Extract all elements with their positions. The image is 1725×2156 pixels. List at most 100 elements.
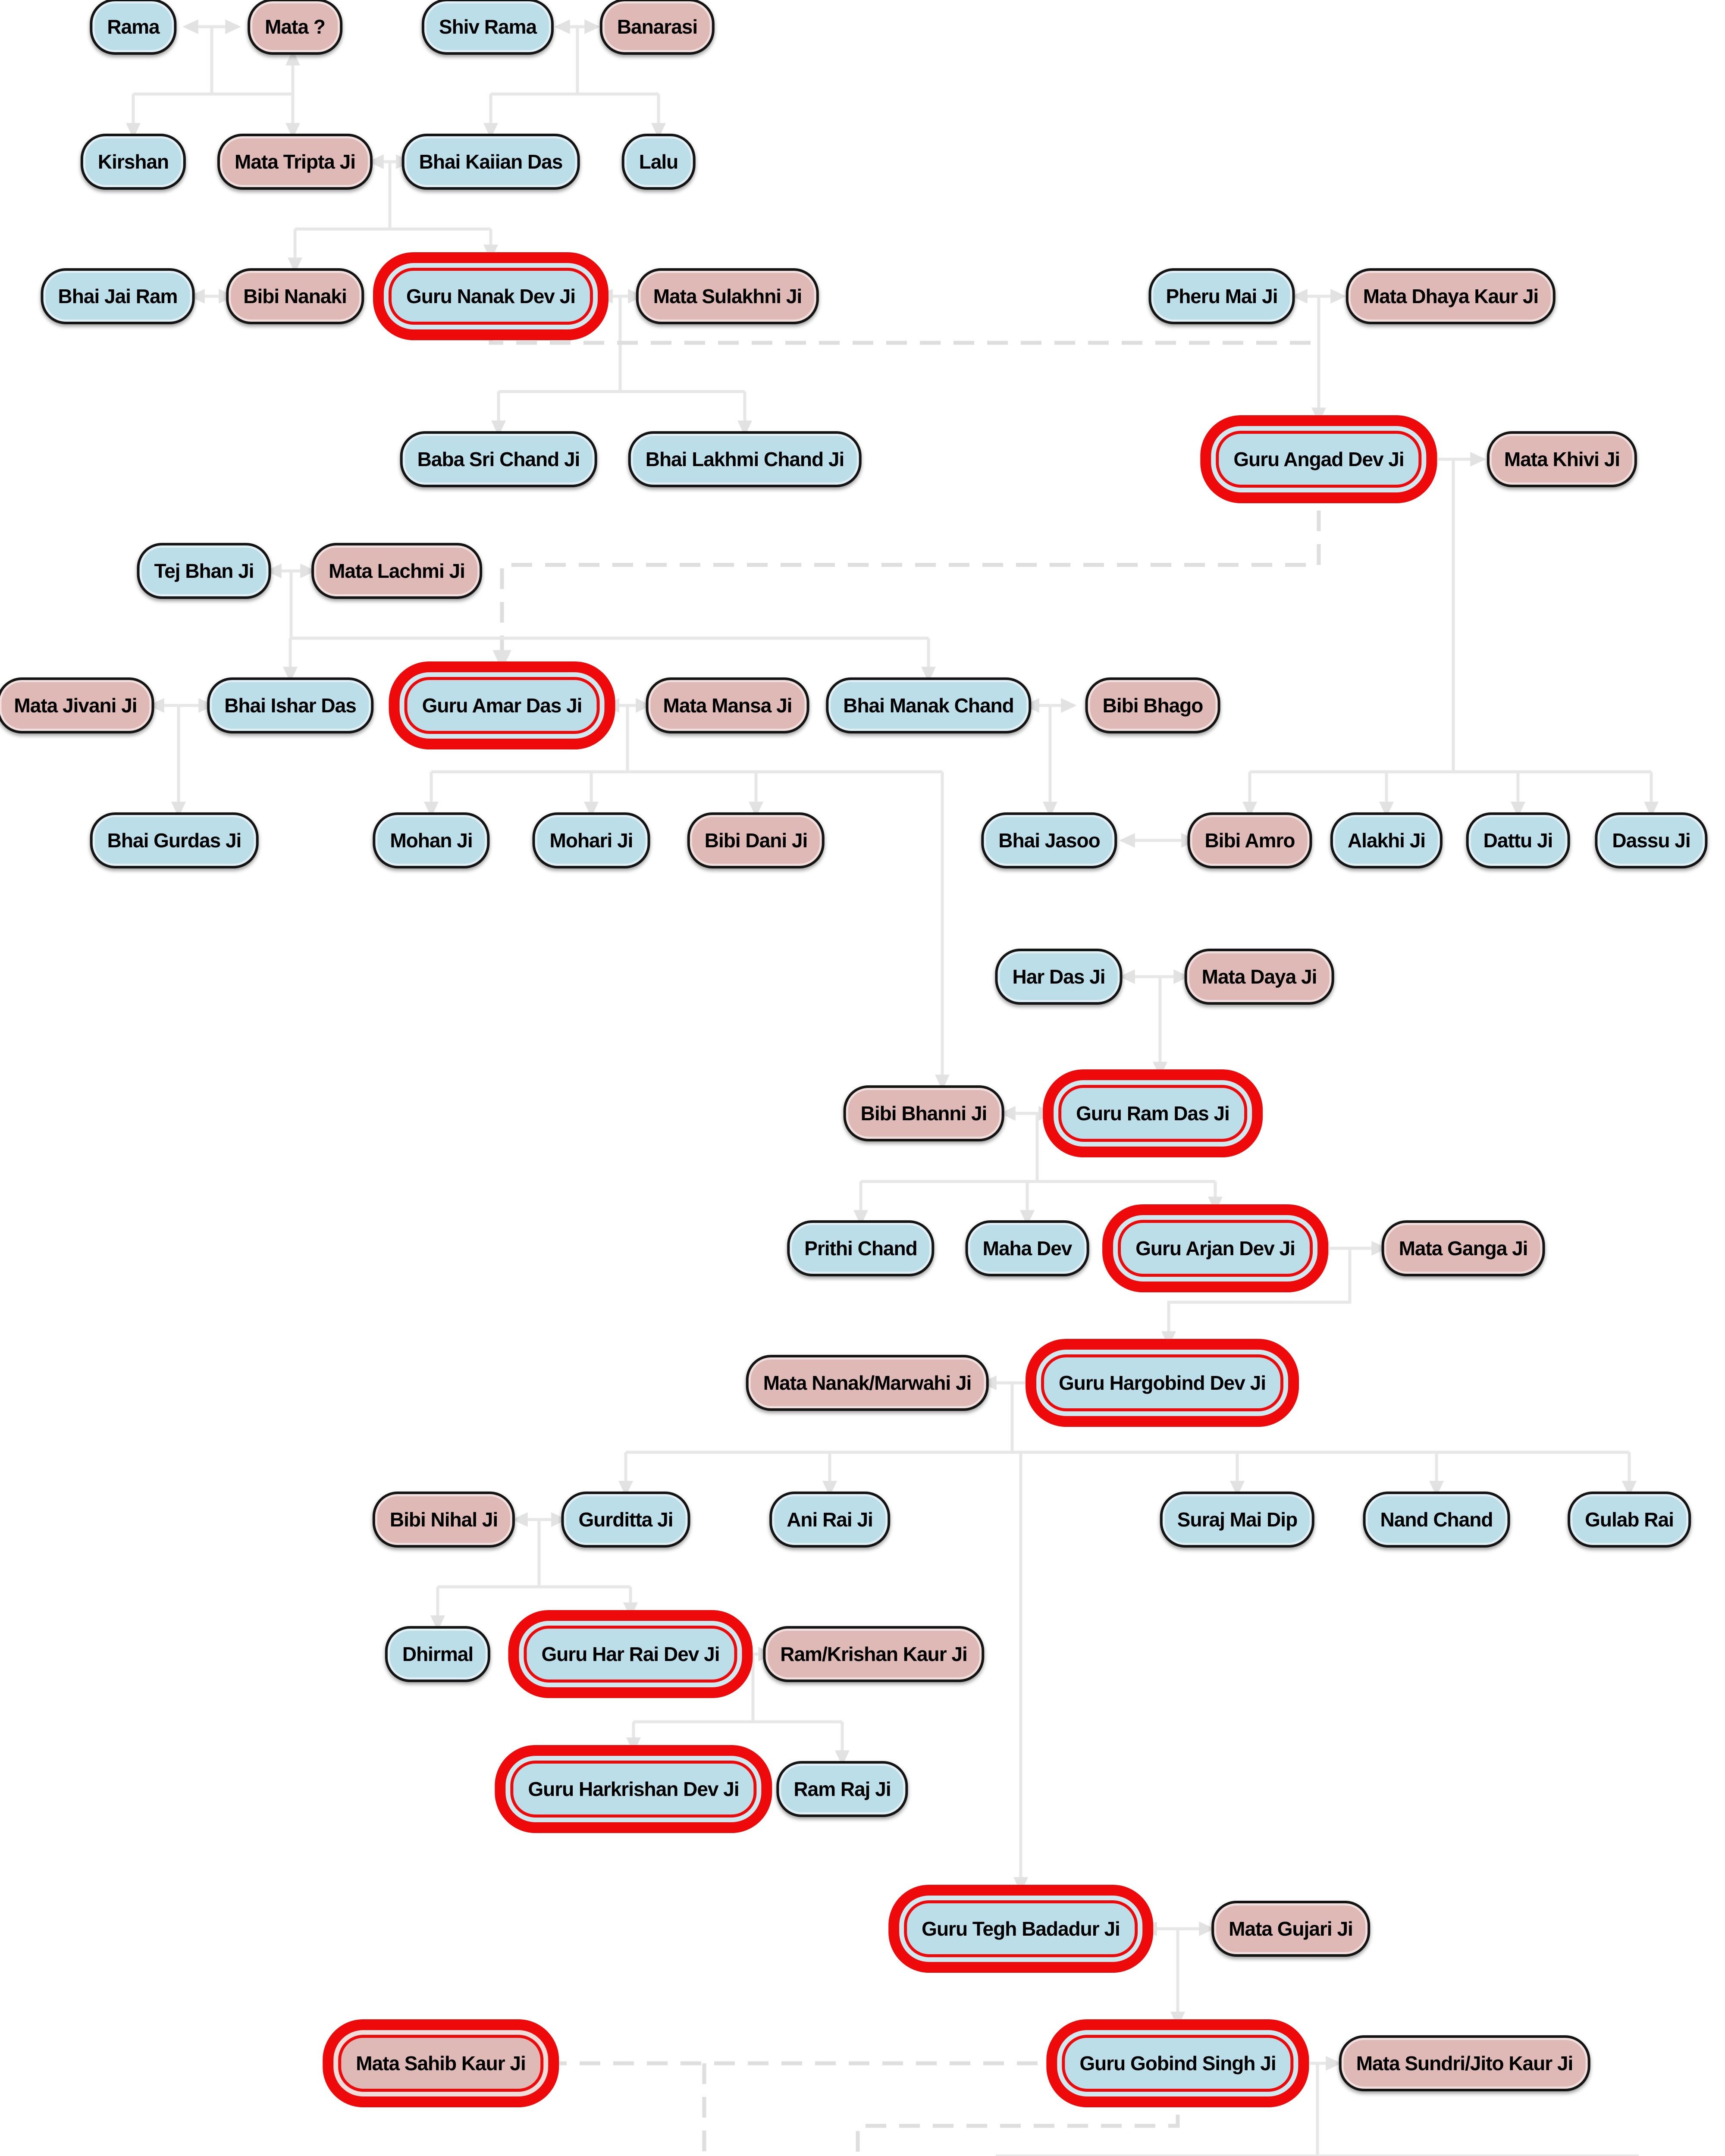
node-label-ram-raj: Ram Raj Ji (794, 1778, 891, 1800)
node-label-maha-dev: Maha Dev (982, 1237, 1073, 1260)
node-label-rama: Rama (107, 16, 160, 38)
node-label-baba-sri-chand: Baba Sri Chand Ji (417, 448, 580, 470)
node-label-mata-jivani: Mata Jivani Ji (14, 694, 137, 717)
node-label-bibi-bhago: Bibi Bhago (1102, 694, 1204, 717)
node-label-bhai-ishar-das: Bhai Ishar Das (224, 694, 357, 717)
node-bibi-bhago: Bibi Bhago (1085, 677, 1220, 733)
node-label-mata-nanak-marwahi: Mata Nanak/Marwahi Ji (763, 1372, 972, 1394)
connector-s5-granth (856, 2115, 1180, 2156)
node-ram-raj: Ram Raj Ji (776, 1761, 908, 1817)
node-label-mata-khivi: Mata Khivi Ji (1504, 448, 1620, 470)
node-label-mata-mansa: Mata Mansa Ji (663, 694, 793, 717)
node-mata-sundri-jito: Mata Sundri/Jito Kaur Ji (1339, 2035, 1590, 2091)
node-label-kirshan: Kirshan (97, 150, 169, 173)
node-label-mata-tripta: Mata Tripta Ji (235, 150, 356, 173)
node-label-guru-ram-das: Guru Ram Das Ji (1076, 1102, 1230, 1125)
node-label-ani-rai: Ani Rai Ji (787, 1508, 873, 1531)
node-tej-bhan: Tej Bhan Ji (137, 543, 271, 599)
node-label-mata-gujari: Mata Gujari Ji (1229, 1918, 1353, 1940)
node-label-har-das: Har Das Ji (1012, 965, 1105, 988)
node-label-pheru-mai: Pheru Mai Ji (1166, 285, 1278, 307)
node-bhai-gurdas: Bhai Gurdas Ji (90, 812, 259, 868)
node-bibi-nihal: Bibi Nihal Ji (372, 1492, 515, 1548)
node-alakhi: Alakhi Ji (1330, 812, 1443, 868)
node-label-guru-angad: Guru Angad Dev Ji (1233, 448, 1404, 470)
node-label-mata-sundri-jito: Mata Sundri/Jito Kaur Ji (1356, 2052, 1574, 2075)
node-bhai-ishar-das: Bhai Ishar Das (207, 677, 373, 733)
node-guru-gobind: Guru Gobind Singh Ji (1062, 2035, 1294, 2092)
connector-s1-nanak-angad (489, 335, 1319, 345)
node-mata-sahib-kaur: Mata Sahib Kaur Ji (338, 2035, 543, 2092)
node-lalu: Lalu (621, 134, 696, 190)
node-bibi-nanaki: Bibi Nanaki (226, 268, 364, 324)
node-label-mata-lachmi: Mata Lachmi Ji (329, 560, 465, 582)
node-label-mata-ganga: Mata Ganga Ji (1399, 1237, 1528, 1260)
node-label-mata-sahib-kaur: Mata Sahib Kaur Ji (356, 2052, 526, 2075)
node-label-alakhi: Alakhi Ji (1347, 829, 1426, 852)
node-label-suraj-mai-dip: Suraj Mai Dip (1177, 1508, 1298, 1531)
node-kirshan: Kirshan (80, 134, 186, 190)
node-mohan: Mohan Ji (373, 812, 490, 868)
node-bhai-jasoo: Bhai Jasoo (981, 812, 1117, 868)
node-mata-sulakhni: Mata Sulakhni Ji (636, 268, 819, 324)
node-guru-amar-das: Guru Amar Das Ji (404, 677, 600, 734)
node-label-bibi-bhanni: Bibi Bhanni Ji (860, 1102, 988, 1125)
node-label-mata-dhaya-kaur: Mata Dhaya Kaur Ji (1363, 285, 1539, 307)
node-label-bibi-amro: Bibi Amro (1204, 829, 1295, 852)
node-mata-dhaya-kaur: Mata Dhaya Kaur Ji (1346, 268, 1556, 324)
node-label-bhai-manak-chand: Bhai Manak Chand (843, 694, 1014, 717)
node-label-mohari: Mohari Ji (549, 829, 634, 852)
node-shiv-rama: Shiv Rama (421, 0, 554, 55)
node-rama: Rama (90, 0, 177, 55)
node-bhai-kaiian-das: Bhai Kaiian Das (401, 134, 580, 190)
node-mata-q: Mata ? (248, 0, 342, 55)
node-label-prithi-chand: Prithi Chand (804, 1237, 917, 1260)
node-label-guru-tegh-badadur: Guru Tegh Badadur Ji (922, 1918, 1120, 1940)
node-label-bibi-dani: Bibi Dani Ji (704, 829, 808, 852)
node-mata-tripta: Mata Tripta Ji (217, 134, 373, 190)
node-label-banarasi: Banarasi (617, 16, 698, 38)
node-label-dassu: Dassu Ji (1612, 829, 1690, 852)
node-bhai-lakhmi-chand: Bhai Lakhmi Chand Ji (628, 431, 862, 487)
node-mata-daya: Mata Daya Ji (1184, 949, 1334, 1005)
node-maha-dev: Maha Dev (965, 1220, 1089, 1276)
node-mata-gujari: Mata Gujari Ji (1211, 1901, 1370, 1957)
node-label-tej-bhan: Tej Bhan Ji (154, 560, 254, 582)
node-label-guru-nanak: Guru Nanak Dev Ji (406, 285, 576, 307)
node-har-das: Har Das Ji (995, 949, 1123, 1005)
node-pheru-mai: Pheru Mai Ji (1148, 268, 1295, 324)
node-ani-rai: Ani Rai Ji (769, 1492, 890, 1548)
node-label-shiv-rama: Shiv Rama (439, 16, 537, 38)
node-mata-mansa: Mata Mansa Ji (646, 677, 809, 733)
node-dhirmal: Dhirmal (385, 1626, 491, 1682)
node-label-mata-sulakhni: Mata Sulakhni Ji (653, 285, 802, 307)
node-gurditta: Gurditta Ji (561, 1492, 690, 1548)
node-label-bibi-nihal: Bibi Nihal Ji (389, 1508, 498, 1531)
node-nand-chand: Nand Chand (1363, 1492, 1510, 1548)
node-label-guru-harkrishan: Guru Harkrishan Dev Ji (528, 1778, 739, 1800)
node-mata-nanak-marwahi: Mata Nanak/Marwahi Ji (746, 1355, 989, 1411)
node-label-bibi-nanaki: Bibi Nanaki (243, 285, 347, 307)
node-label-guru-hargobind: Guru Hargobind Dev Ji (1059, 1372, 1266, 1394)
node-label-mata-q: Mata ? (265, 16, 326, 38)
node-guru-tegh-badadur: Guru Tegh Badadur Ji (904, 1900, 1138, 1957)
node-label-dattu: Dattu Ji (1483, 829, 1553, 852)
node-label-gulab-rai: Gulab Rai (1585, 1508, 1674, 1531)
node-label-guru-gobind: Guru Gobind Singh Ji (1079, 2052, 1276, 2075)
node-label-mohan: Mohan Ji (390, 829, 473, 852)
node-dattu: Dattu Ji (1466, 812, 1570, 868)
node-label-bhai-lakhmi-chand: Bhai Lakhmi Chand Ji (645, 448, 845, 470)
node-label-bhai-gurdas: Bhai Gurdas Ji (107, 829, 242, 852)
node-ram-krishan-kaur: Ram/Krishan Kaur Ji (763, 1626, 985, 1682)
node-gulab-rai: Gulab Rai (1568, 1492, 1691, 1548)
node-bhai-jai-ram: Bhai Jai Ram (41, 268, 195, 324)
node-guru-angad: Guru Angad Dev Ji (1216, 431, 1422, 488)
node-guru-ram-das: Guru Ram Das Ji (1058, 1085, 1247, 1142)
node-bibi-amro: Bibi Amro (1187, 812, 1312, 868)
node-bibi-bhanni: Bibi Bhanni Ji (843, 1085, 1004, 1141)
node-label-bhai-jasoo: Bhai Jasoo (998, 829, 1100, 852)
node-mohari: Mohari Ji (532, 812, 650, 868)
connector-d14-hargobind (1161, 1248, 1352, 1347)
node-banarasi: Banarasi (599, 0, 715, 55)
